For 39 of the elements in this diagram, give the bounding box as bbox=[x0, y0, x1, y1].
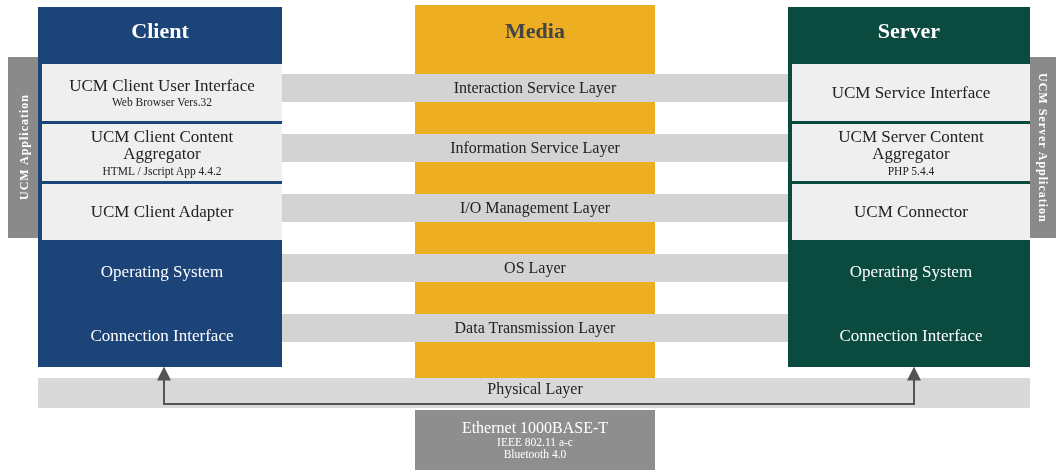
layer-box bbox=[42, 64, 282, 121]
layer-title: Connection Interface bbox=[90, 327, 234, 345]
layer-title: UCM Server Content Aggregator bbox=[837, 127, 985, 164]
layer-label: Physical Layer bbox=[470, 379, 600, 399]
layer-title: UCM Service Interface bbox=[831, 83, 991, 102]
layer-title: UCM Connector bbox=[854, 203, 968, 221]
tab-label: UCM Server Application bbox=[1036, 72, 1050, 223]
layer-title: Connection Interface bbox=[839, 327, 983, 345]
info-box bbox=[415, 410, 655, 470]
layer-band bbox=[282, 134, 788, 162]
layer-band bbox=[282, 314, 788, 342]
layer-title: UCM Client User Interface bbox=[69, 76, 255, 95]
side-tab bbox=[8, 57, 40, 238]
info-detail: IEEE 802.11 a-c bbox=[497, 436, 573, 449]
layer-detail: PHP 5.4.4 bbox=[887, 165, 935, 178]
layer-box bbox=[792, 184, 1030, 240]
column-title: Media bbox=[505, 19, 565, 43]
column-title: Client bbox=[131, 19, 189, 43]
layer-detail: Web Browser Vers.32 bbox=[111, 96, 213, 109]
column-panel bbox=[788, 7, 1030, 367]
layer-box bbox=[792, 64, 1030, 121]
layer-title: UCM Client Adapter bbox=[90, 203, 234, 221]
info-detail: Bluetooth 4.0 bbox=[503, 448, 567, 461]
column-title: Server bbox=[877, 19, 941, 43]
tab-label: UCM Application bbox=[17, 94, 31, 201]
layer-band bbox=[282, 254, 788, 282]
connector-arrow bbox=[157, 366, 921, 405]
layer-title: Operating System bbox=[100, 263, 224, 281]
layer-box bbox=[42, 124, 282, 181]
layer-title: UCM Client Content Aggregator bbox=[89, 127, 235, 164]
layer-detail: HTML / Jscript App 4.4.2 bbox=[102, 165, 222, 178]
layer-title: Operating System bbox=[849, 263, 973, 281]
layer-band bbox=[282, 74, 788, 102]
layer-box bbox=[792, 124, 1030, 181]
column-panel bbox=[38, 7, 282, 367]
layer-band bbox=[282, 194, 788, 222]
info-title: Ethernet 1000BASE-T bbox=[461, 419, 609, 437]
side-tab bbox=[1030, 57, 1056, 238]
layer-box bbox=[42, 184, 282, 240]
